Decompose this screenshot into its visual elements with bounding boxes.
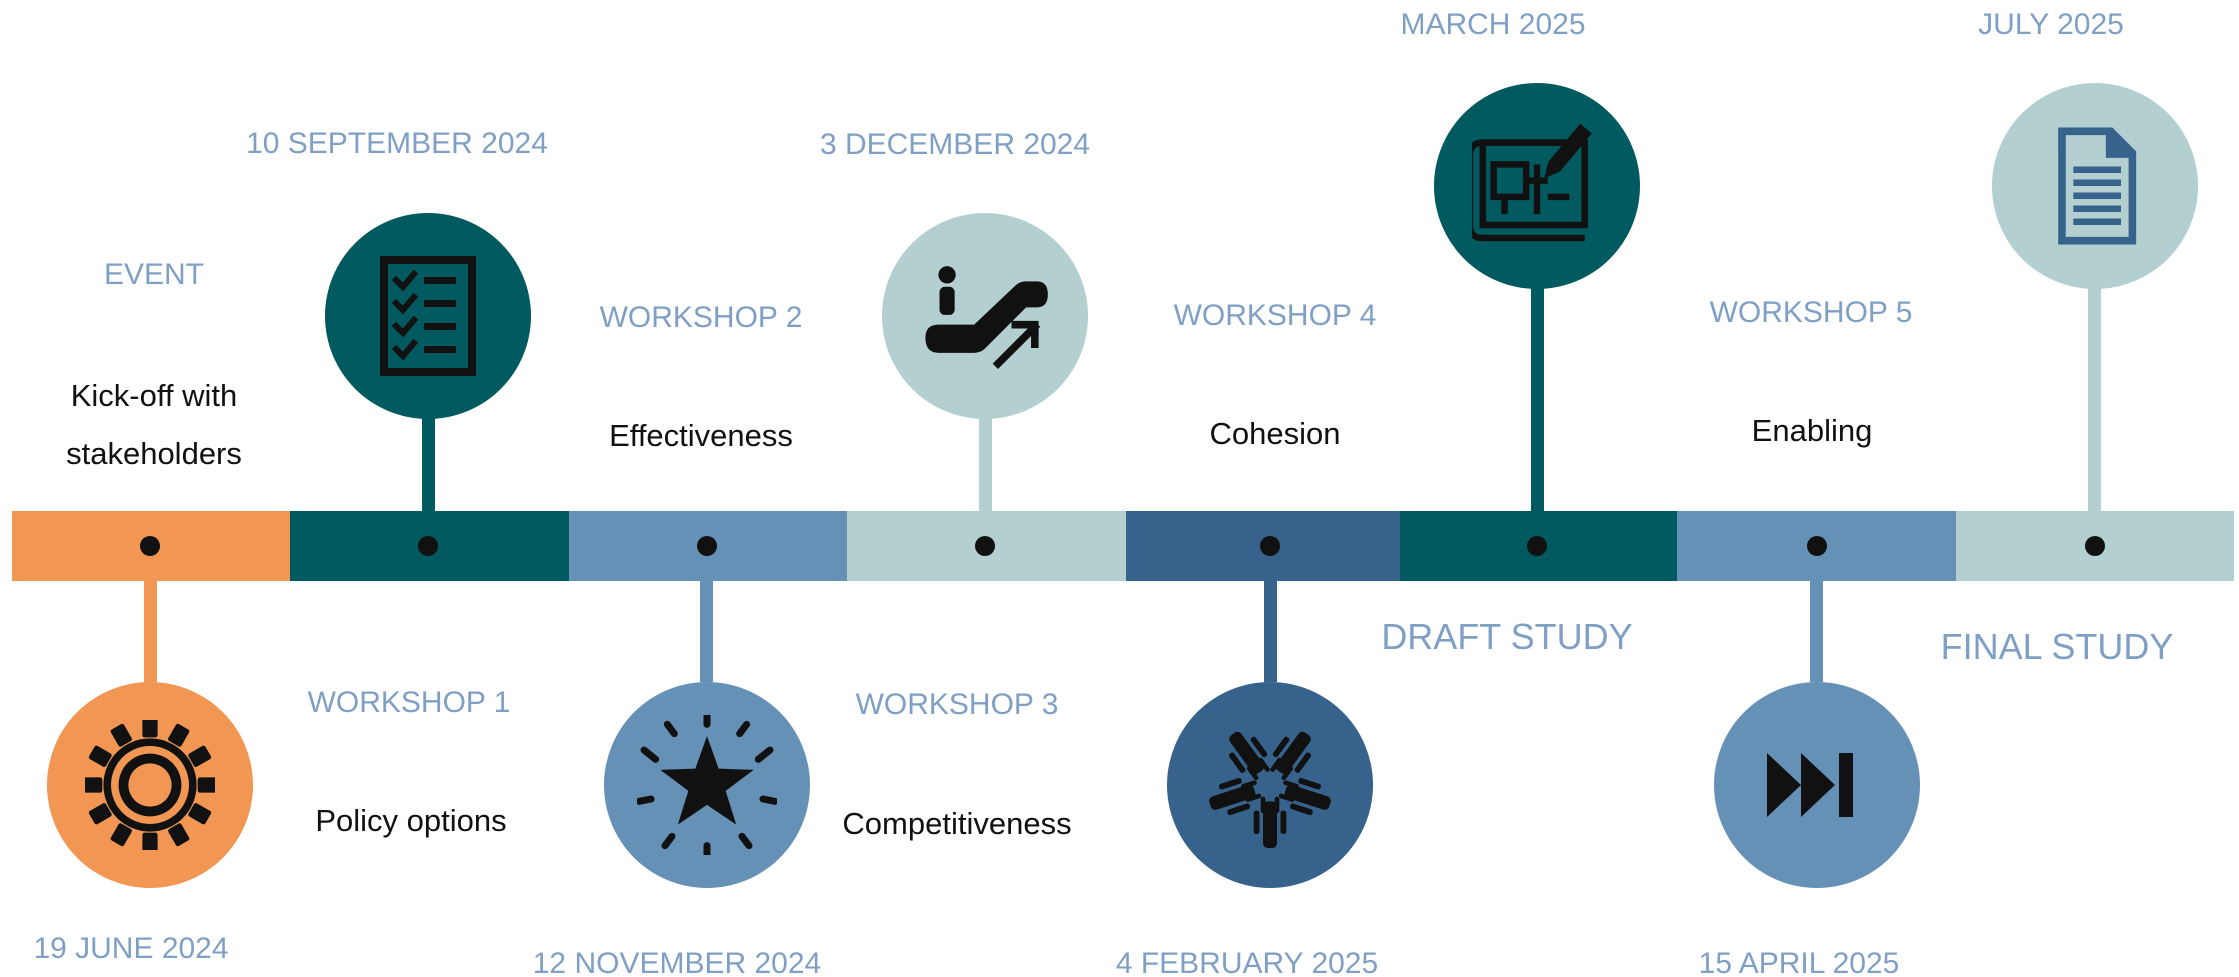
connector-stem	[2088, 265, 2101, 546]
milestone-dot	[1260, 536, 1280, 556]
document-icon	[2058, 127, 2137, 245]
milestone-dot	[140, 536, 160, 556]
connector-stem	[700, 546, 713, 682]
milestone-date: 10 SEPTEMBER 2024	[246, 127, 548, 160]
milestone-category: WORKSHOP 4	[1174, 299, 1377, 332]
milestone-date: 4 FEBRUARY 2025	[1116, 947, 1378, 977]
milestone-title: Enabling	[1752, 413, 1873, 448]
milestone-date: 12 NOVEMBER 2024	[533, 947, 821, 977]
milestone-date: JULY 2025	[1978, 8, 2124, 41]
milestone-date: 19 JUNE 2024	[33, 932, 228, 965]
milestone-date: MARCH 2025	[1400, 8, 1585, 41]
milestone-dot	[697, 536, 717, 556]
milestone-title: Effectiveness	[609, 418, 793, 453]
milestone-category: EVENT	[104, 258, 204, 291]
checklist-icon	[380, 256, 476, 376]
milestone-category: DRAFT STUDY	[1381, 616, 1632, 657]
connector-stem	[144, 546, 157, 682]
connector-stem	[1264, 546, 1277, 682]
milestone-dot	[418, 536, 438, 556]
milestone-category: WORKSHOP 2	[600, 301, 803, 334]
connector-stem	[1531, 265, 1544, 546]
milestone-title: Policy options	[315, 803, 506, 838]
milestone-category: WORKSHOP 1	[308, 686, 511, 719]
milestone-title: Kick-off with	[71, 378, 238, 413]
milestone-dot	[2085, 536, 2105, 556]
connector-stem	[1810, 546, 1823, 682]
milestone-date: 15 APRIL 2025	[1699, 947, 1900, 977]
milestone-category: FINAL STUDY	[1941, 626, 2174, 667]
milestone-dot	[1527, 536, 1547, 556]
milestone-category: WORKSHOP 5	[1710, 296, 1913, 329]
milestone-title: Competitiveness	[842, 806, 1071, 841]
connector-stem	[979, 395, 992, 546]
milestone-circle	[1167, 682, 1373, 888]
milestone-dot	[1807, 536, 1827, 556]
milestone-dot	[975, 536, 995, 556]
timeline-bar	[12, 511, 2234, 581]
connector-stem	[422, 395, 435, 546]
milestone-title: Cohesion	[1210, 416, 1341, 451]
milestone-category: WORKSHOP 3	[856, 688, 1059, 721]
milestone-title: stakeholders	[66, 436, 242, 471]
milestone-date: 3 DECEMBER 2024	[820, 128, 1090, 161]
